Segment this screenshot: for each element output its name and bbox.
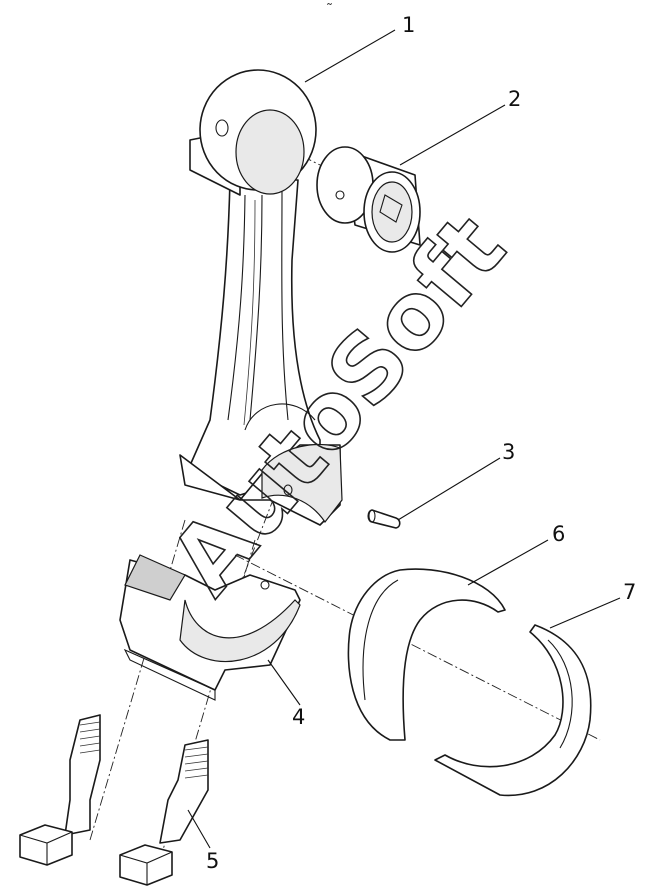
rod-cap bbox=[119, 554, 301, 701]
upper-bearing-shell bbox=[347, 568, 506, 741]
callout-1: 1 bbox=[402, 13, 415, 37]
callout-3: 3 bbox=[502, 440, 515, 464]
centerlines bbox=[89, 139, 601, 861]
callout-4: 4 bbox=[292, 705, 305, 729]
top-mark: ˜ bbox=[326, 2, 333, 18]
leader-lines bbox=[187, 29, 621, 849]
callout-6: 6 bbox=[552, 522, 565, 546]
rod-bolt-left bbox=[19, 714, 101, 866]
callout-2: 2 bbox=[508, 87, 521, 111]
small-end-bushing bbox=[316, 146, 421, 253]
callout-labels: 1 2 3 4 5 6 7 bbox=[206, 13, 636, 873]
callout-7: 7 bbox=[623, 580, 636, 604]
callout-5: 5 bbox=[206, 849, 219, 873]
lower-bearing-shell bbox=[434, 624, 592, 797]
connecting-rod bbox=[179, 69, 343, 526]
rod-bolt-right bbox=[119, 739, 209, 886]
watermark: AutoSoft bbox=[150, 195, 526, 614]
dowel-pin bbox=[367, 509, 401, 529]
